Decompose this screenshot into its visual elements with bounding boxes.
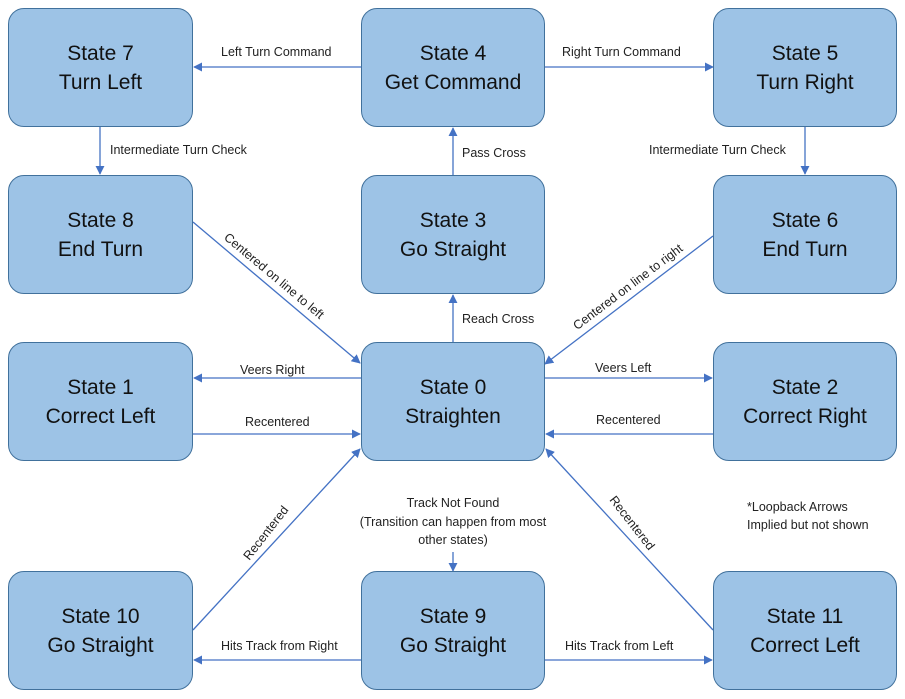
state-4-name: Get Command (384, 70, 522, 94)
state-4-box: State 4 Get Command (361, 8, 545, 127)
state-6-name: End Turn (762, 237, 848, 261)
label-reach-cross: Reach Cross (462, 312, 535, 326)
label-veers-left: Veers Left (595, 361, 652, 375)
label-hits-track-left: Hits Track from Left (565, 639, 674, 653)
state-8-name: End Turn (57, 237, 144, 261)
state-0-name: Straighten (405, 404, 501, 428)
state-3-name: Go Straight (399, 237, 507, 261)
state-11-title: State 11 (766, 604, 844, 628)
state-11-box: State 11 Correct Left (713, 571, 897, 690)
label-intermediate-turn-check-left: Intermediate Turn Check (110, 143, 247, 157)
state-6-box: State 6 End Turn (713, 175, 897, 294)
state-9-box: State 9 Go Straight (361, 571, 545, 690)
state-10-name: Go Straight (47, 633, 154, 657)
state-5-title: State 5 (771, 41, 839, 65)
state-11-name: Correct Left (750, 633, 860, 657)
state-3-box: State 3 Go Straight (361, 175, 545, 294)
label-track-not-found: Track Not Found (406, 496, 500, 510)
state-7-name: Turn Left (58, 70, 143, 94)
arrow-11-to-0 (545, 448, 714, 631)
label-track-not-found-detail-1: (Transition can happen from most (359, 515, 547, 529)
state-6-title: State 6 (771, 208, 839, 232)
state-3-title: State 3 (419, 208, 487, 232)
label-track-not-found-detail-2: other states) (418, 533, 488, 547)
state-8-title: State 8 (67, 208, 134, 232)
state-2-box: State 2 Correct Right (713, 342, 897, 461)
state-0-title: State 0 (419, 375, 487, 399)
state-7-box: State 7 Turn Left (8, 8, 193, 127)
arrow-10-to-0 (192, 448, 361, 631)
label-recentered-from-1: Recentered (245, 415, 310, 429)
state-8-box: State 8 End Turn (8, 175, 193, 294)
arrow-6-to-0 (544, 235, 714, 365)
state-4-title: State 4 (419, 41, 487, 65)
label-pass-cross: Pass Cross (462, 146, 526, 160)
loopback-note-line-1: *Loopback Arrows (747, 500, 848, 514)
label-left-turn-command: Left Turn Command (221, 45, 332, 59)
label-hits-track-right: Hits Track from Right (221, 639, 338, 653)
state-1-title: State 1 (67, 375, 134, 399)
state-9-title: State 9 (419, 604, 487, 628)
state-5-name: Turn Right (756, 70, 854, 94)
label-right-turn-command: Right Turn Command (562, 45, 681, 59)
state-7-title: State 7 (67, 41, 134, 65)
state-2-title: State 2 (771, 375, 839, 399)
state-10-title: State 10 (61, 604, 140, 628)
state-10-box: State 10 Go Straight (8, 571, 193, 690)
arrow-8-to-0 (192, 221, 361, 364)
loopback-note-line-2: Implied but not shown (747, 518, 869, 532)
state-1-name: Correct Left (45, 404, 156, 428)
state-0-box: State 0 Straighten (361, 342, 545, 461)
state-1-box: State 1 Correct Left (8, 342, 193, 461)
label-intermediate-turn-check-right: Intermediate Turn Check (649, 143, 786, 157)
state-5-box: State 5 Turn Right (713, 8, 897, 127)
state-9-name: Go Straight (399, 633, 507, 657)
label-veers-right: Veers Right (240, 363, 305, 377)
state-2-name: Correct Right (743, 404, 867, 428)
label-recentered-from-2: Recentered (596, 413, 661, 427)
